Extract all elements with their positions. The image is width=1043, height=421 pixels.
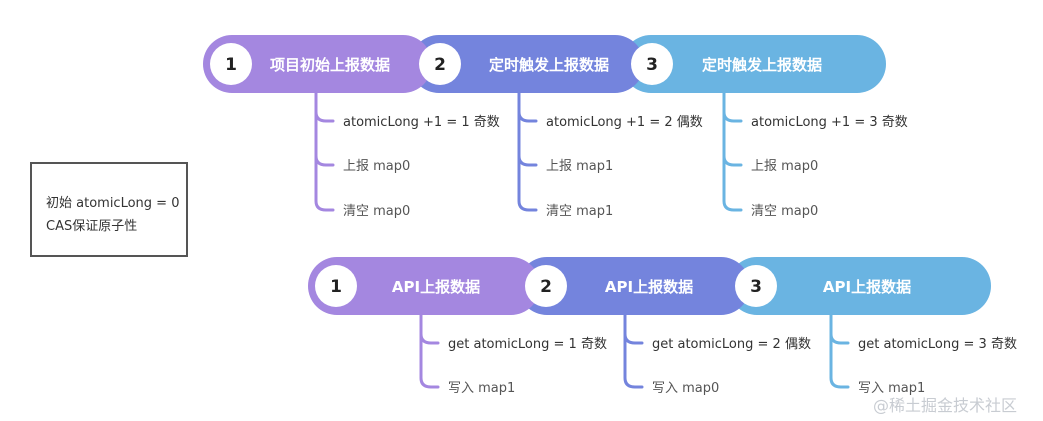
row1-branch-connector-3 [722,91,743,212]
note-line-cas: CAS保证原子性 [46,219,138,234]
row2-step-label-2: API上报数据 [605,278,693,296]
row1-step-2-item-3: 清空 map1 [546,204,613,219]
row2-step-circle-1 [315,265,357,307]
watermark: @稀土掘金技术社区 [873,396,1018,415]
row1-branch-connector-1 [314,91,335,212]
row1-step-1-item-1: atomicLong +1 = 1 奇数 [343,114,500,130]
row2-step-number-1: 1 [330,277,342,297]
row2-segment-3 [728,257,991,315]
row2-step-3-item-2: 写入 map1 [858,381,925,396]
row2-segment-2 [518,257,750,315]
row2-step-number-2: 2 [540,277,552,297]
initial-note-box: 初始 atomicLong = 0 CAS保证原子性 [30,162,188,257]
row1-step-1-item-2: 上报 map0 [343,159,410,174]
row2-step-2-item-2: 写入 map0 [652,381,719,396]
row1-step-3-item-1: atomicLong +1 = 3 奇数 [751,114,908,130]
row1-branch-connector-2 [517,91,538,212]
row2-segment-1 [308,257,540,315]
row1-segment-1 [203,35,432,93]
note-line-initial: 初始 atomicLong = 0 [46,196,180,211]
row1-step-number-2: 2 [434,55,446,75]
row1-step-circle-3 [631,43,673,85]
row1-step-3-item-2: 上报 map0 [751,159,818,174]
row2-step-number-3: 3 [750,277,762,297]
row1-step-label-1: 项目初始上报数据 [270,56,390,74]
row2-step-circle-3 [735,265,777,307]
row2-branch-connector-1 [419,313,440,389]
row1-segment-2 [410,35,644,93]
row1-step-circle-1 [210,43,252,85]
row1-step-number-1: 1 [225,55,237,75]
row2-step-circle-2 [525,265,567,307]
row2-step-1-item-1: get atomicLong = 1 奇数 [448,336,607,352]
row1-step-label-3: 定时触发上报数据 [702,56,822,74]
row1-segment-3 [622,35,886,93]
row2-step-label-3: API上报数据 [823,278,911,296]
row1-step-number-3: 3 [646,55,658,75]
row1-step-3-item-3: 清空 map0 [751,204,818,219]
row1-step-circle-2 [419,43,461,85]
row2-branch-connector-3 [829,313,850,389]
row2-step-1-item-2: 写入 map1 [448,381,515,396]
row2-step-label-1: API上报数据 [392,278,480,296]
row1-step-label-2: 定时触发上报数据 [489,56,609,74]
row2-branch-connector-2 [623,313,644,389]
row1-step-1-item-3: 清空 map0 [343,204,410,219]
row2-step-3-item-1: get atomicLong = 3 奇数 [858,336,1017,352]
row1-step-2-item-2: 上报 map1 [546,159,613,174]
row1-step-2-item-1: atomicLong +1 = 2 偶数 [546,115,703,130]
row2-step-2-item-1: get atomicLong = 2 偶数 [652,337,811,352]
